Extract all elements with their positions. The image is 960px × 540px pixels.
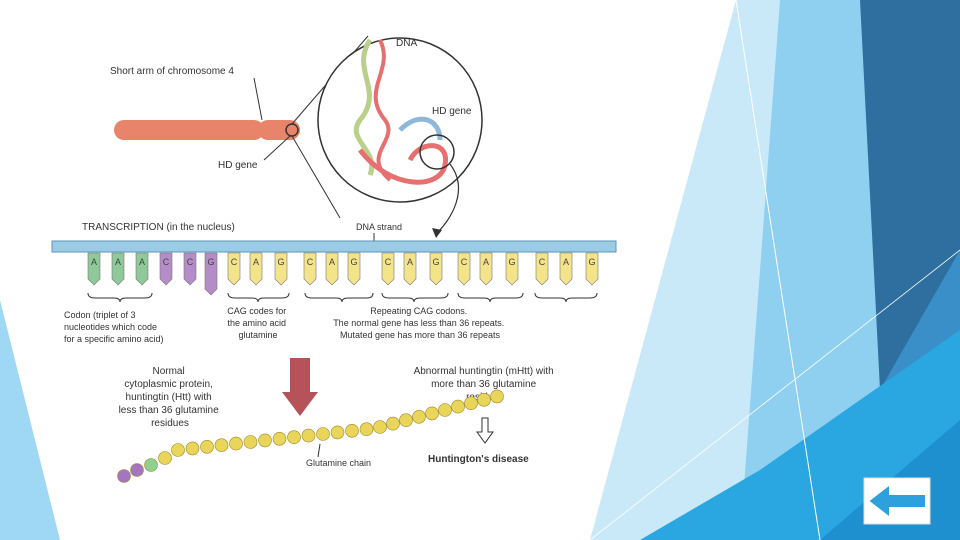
amino-acid-bead [399, 413, 413, 428]
nucleotide-A [135, 252, 149, 286]
nucleotide-letter: G [432, 257, 439, 267]
nucleotide-letter: A [407, 257, 413, 267]
nucleotide-letter: G [508, 257, 515, 267]
amino-acid-bead [412, 409, 426, 424]
dna-magnified-view [317, 37, 483, 238]
back-button[interactable] [863, 477, 931, 525]
nucleotide-letter: C [187, 257, 194, 267]
amino-acid-bead [272, 431, 287, 446]
amino-acid-bead [243, 435, 258, 449]
nucleotide-letter: G [277, 257, 284, 267]
glutamine-chain [117, 389, 504, 483]
amino-acid-bead [330, 425, 345, 440]
normal-protein-description: Normal cytoplasmic protein, huntingtin (… [119, 366, 222, 429]
cag-description: CAG codes for the amino acid glutamine [227, 306, 289, 340]
amino-acid-bead [316, 427, 330, 441]
dna-strand-bar [51, 240, 617, 253]
label-hd-gene-left: HD gene [218, 160, 258, 171]
amino-acid-bead [287, 430, 301, 445]
amino-acid-bead [477, 392, 491, 407]
nucleotide-G [429, 252, 443, 286]
amino-acid-bead [301, 428, 316, 443]
nucleotide-A [403, 252, 417, 286]
nucleotide-C [183, 252, 197, 286]
label-dna: DNA [396, 38, 417, 49]
amino-acid-bead [171, 443, 185, 457]
amino-acid-bead [229, 436, 243, 451]
nucleotide-G [204, 252, 218, 296]
label-dna-strand: DNA strand [356, 222, 402, 232]
nucleotide-letter: C [385, 257, 392, 267]
amino-acid-bead [117, 469, 131, 483]
label-hd-gene-right: HD gene [432, 106, 472, 117]
nucleotide-A [87, 252, 101, 286]
nucleotide-letter: A [139, 257, 145, 267]
codon-braces [87, 292, 598, 303]
nucleotide-A [559, 252, 573, 286]
nucleotide-letter: G [207, 257, 214, 267]
codon-description: Codon (triplet of 3 nucleotides which co… [64, 310, 164, 344]
nucleotide-letter: C [307, 257, 314, 267]
amino-acid-bead [451, 399, 465, 414]
amino-acid-bead [130, 463, 144, 477]
nucleotide-letter: A [483, 257, 489, 267]
nucleotide-C [303, 252, 317, 286]
nucleotide-letter: C [163, 257, 170, 267]
nucleotide-G [274, 252, 288, 286]
amino-acid-bead [464, 396, 478, 411]
repeat-description: Repeating CAG codons. The normal gene ha… [333, 306, 507, 340]
nucleotide-A [249, 252, 263, 286]
label-transcription: TRANSCRIPTION (in the nucleus) [82, 222, 235, 233]
outline-down-arrow-icon [476, 417, 494, 444]
amino-acid-bead [373, 420, 387, 434]
nucleotide-letter: A [253, 257, 259, 267]
nucleotide-letter: C [539, 257, 546, 267]
left-arrow-icon [866, 481, 927, 521]
nucleotide-letter: A [91, 257, 97, 267]
amino-acid-bead [438, 403, 452, 417]
chromosome [114, 35, 369, 219]
amino-acid-bead [158, 451, 172, 465]
label-disease: Huntington's disease [428, 454, 529, 465]
label-glutamine-chain: Glutamine chain [306, 458, 371, 468]
amino-acid-bead [214, 438, 229, 453]
nucleotide-A [325, 252, 339, 286]
amino-acid-bead [490, 389, 504, 404]
nucleotide-letter: C [461, 257, 468, 267]
nucleotide-A [111, 252, 125, 286]
down-arrow-icon [282, 358, 318, 416]
amino-acid-bead [359, 422, 374, 437]
nucleotide-C [159, 252, 173, 286]
amino-acid-bead [185, 441, 200, 456]
nucleotide-letter: C [231, 257, 238, 267]
amino-acid-bead [386, 416, 400, 431]
amino-acid-bead [144, 458, 158, 472]
nucleotide-letter: G [350, 257, 357, 267]
nucleotide-G [505, 252, 519, 286]
nucleotide-letter: A [115, 257, 121, 267]
amino-acid-bead [200, 439, 214, 454]
amino-acid-bead [425, 406, 439, 421]
nucleotide-letter: A [329, 257, 335, 267]
nucleotide-C [227, 252, 241, 286]
hd-gene-circle [419, 134, 455, 170]
nucleotide-A [479, 252, 493, 286]
nucleotide-G [585, 252, 599, 286]
nucleotide-G [347, 252, 361, 286]
nucleotide-C [535, 252, 549, 286]
amino-acid-bead [345, 423, 359, 438]
label-short-arm: Short arm of chromosome 4 [110, 66, 234, 77]
nucleotide-C [381, 252, 395, 286]
nucleotide-C [457, 252, 471, 286]
amino-acid-bead [258, 433, 272, 448]
nucleotide-letter: A [563, 257, 569, 267]
nucleotide-letter: G [588, 257, 595, 267]
